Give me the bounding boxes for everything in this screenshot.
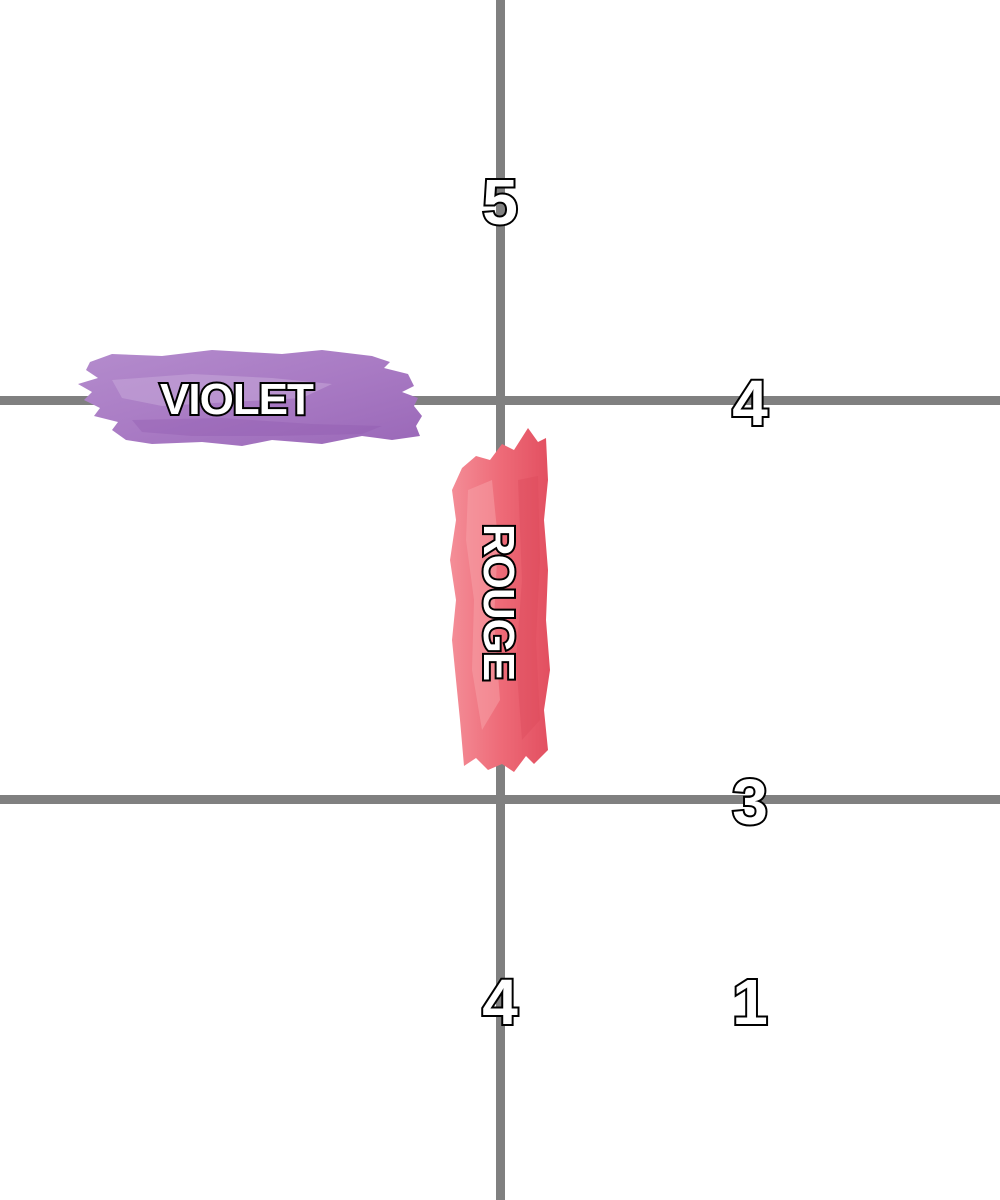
number-clue-bottom-center: 4 bbox=[480, 966, 520, 1038]
lower-horizontal-grid-line bbox=[0, 795, 1000, 804]
number-clue-right-middle: 4 bbox=[730, 367, 770, 439]
upper-horizontal-grid-line bbox=[0, 396, 1000, 405]
number-clue-bottom-right: 1 bbox=[730, 966, 770, 1038]
number-clue-top-center: 5 bbox=[480, 166, 520, 238]
number-clue-right-lower: 3 bbox=[730, 766, 770, 838]
violet-paint-swatch[interactable] bbox=[72, 340, 432, 458]
violet-label: VIOLET bbox=[158, 375, 316, 424]
rouge-paint-swatch[interactable] bbox=[442, 420, 558, 782]
rouge-label: ROUGE bbox=[472, 522, 525, 682]
